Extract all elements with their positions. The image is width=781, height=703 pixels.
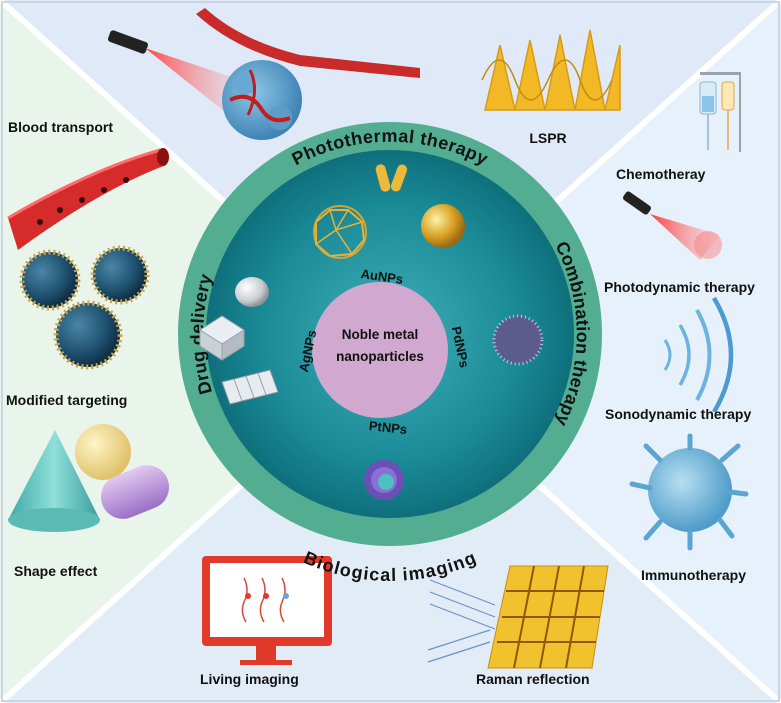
monitor-illustration [202, 556, 332, 665]
shape-effect-illustration [8, 424, 170, 532]
silver-sphere-icon [235, 277, 269, 307]
gold-cage-icon [313, 205, 367, 259]
gold-nanorods-icon [375, 164, 408, 192]
center-circle [312, 282, 448, 418]
silver-cube-icon [199, 315, 245, 361]
silver-plate-icon [221, 369, 279, 405]
gold-sphere-icon [421, 204, 465, 248]
blood-vessel-illustration [7, 148, 169, 250]
raman-grid-illustration [427, 565, 609, 669]
ultrasound-waves-illustration [663, 296, 734, 414]
iv-drip-illustration [699, 72, 741, 152]
photodynamic-laser-illustration [623, 191, 722, 260]
laser-tumor-illustration [107, 8, 420, 140]
lspr-wave-illustration [481, 29, 621, 111]
shape-effect-label: Shape effect [14, 563, 98, 579]
raman-reflection-label: Raman reflection [476, 671, 590, 687]
center-label-line1: Noble metal [342, 327, 419, 342]
modified-targeting-label: Modified targeting [6, 392, 127, 408]
sonodynamic-label: Sonodynamic therapy [605, 406, 751, 422]
center-label-line2: nanoparticles [336, 349, 424, 364]
photodynamic-label: Photodynamic therapy [604, 279, 755, 295]
chemotherapy-label: Chemotheray [616, 166, 706, 182]
immunotherapy-label: Immunotherapy [641, 567, 746, 583]
targeting-nanoparticles-illustration [19, 245, 150, 370]
au-label: AuNPs [360, 266, 404, 287]
platinum-core-shell-icon [364, 460, 404, 500]
pt-label: PtNPs [368, 418, 408, 437]
blood-transport-label: Blood transport [8, 119, 113, 135]
lspr-label: LSPR [529, 130, 566, 146]
palladium-particle-icon [492, 314, 544, 366]
immune-cell-illustration [629, 433, 749, 551]
living-imaging-label: Living imaging [200, 671, 299, 687]
